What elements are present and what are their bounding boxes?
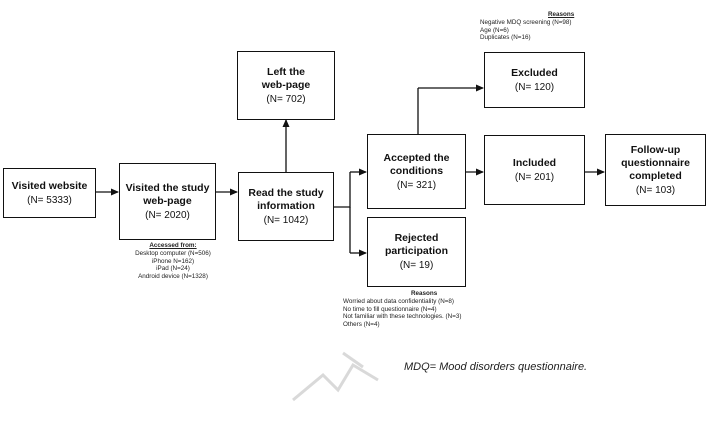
- note-item: Negative MDQ screening (N=98): [480, 18, 572, 26]
- node-title: Visited the study web-page: [125, 181, 210, 207]
- watermark-shape: [292, 351, 379, 402]
- node-accepted: Accepted the conditions (N= 321): [367, 134, 466, 209]
- node-count: (N= 19): [399, 260, 434, 271]
- node-title: Follow-up questionnaire completed: [621, 143, 690, 182]
- node-title: Visited website: [11, 179, 88, 192]
- arrow-info-branch: [334, 172, 351, 208]
- node-followup: Follow-up questionnaire completed (N= 10…: [605, 134, 706, 206]
- node-title: Accepted the conditions: [383, 151, 450, 177]
- note-item: Worried about data confidentiality (N=8): [343, 297, 455, 305]
- node-left-page: Left the web-page (N= 702): [237, 51, 335, 120]
- node-read-info: Read the study information (N= 1042): [238, 172, 334, 241]
- node-title: Excluded: [511, 66, 558, 79]
- node-count: (N= 103): [635, 184, 676, 196]
- note-item: Duplicates (N=16): [480, 34, 531, 42]
- note-item: Android device (N=1328): [138, 273, 208, 281]
- note-item: iPad (N=24): [156, 265, 190, 273]
- note-item: iPhone N=162): [151, 257, 195, 265]
- node-title: Rejected participation: [384, 232, 448, 257]
- note-item: Age (N=6): [480, 26, 509, 34]
- accessed-from-note: Accessed from: Desktop computer (N=506) …: [112, 242, 234, 281]
- note-heading: Reasons: [411, 290, 438, 297]
- node-title: Included: [512, 156, 557, 169]
- node-title: Left the web-page: [261, 65, 311, 91]
- node-included: Included (N= 201): [484, 135, 585, 205]
- note-item: Desktop computer (N=506): [135, 249, 211, 257]
- node-count: (N= 1042): [263, 214, 309, 226]
- node-count: (N= 201): [514, 171, 555, 183]
- node-count: (N= 2020): [145, 209, 190, 221]
- node-title: Read the study information: [248, 186, 324, 212]
- node-count: (N= 702): [266, 93, 306, 105]
- footnote: MDQ= Mood disorders questionnaire.: [404, 361, 588, 373]
- note-item: No time to fill questionnaire (N=4): [343, 305, 437, 313]
- rejected-reasons-note: Reasons Worried about data confidentiali…: [343, 290, 461, 329]
- note-item: Others (N=4): [343, 321, 380, 329]
- note-item: Not familiar with these technologies. (N…: [343, 313, 462, 321]
- node-rejected: Rejected participation (N= 19): [367, 217, 466, 287]
- node-count: (N= 321): [396, 179, 437, 191]
- excluded-reasons-note: Reasons Negative MDQ screening (N=98) Ag…: [480, 11, 574, 42]
- note-heading: Reasons: [548, 11, 575, 18]
- node-visited-website: Visited website (N= 5333): [3, 168, 96, 218]
- node-count: (N= 5333): [27, 194, 72, 206]
- node-count: (N= 120): [514, 81, 555, 93]
- node-excluded: Excluded (N= 120): [484, 52, 585, 108]
- node-visited-study: Visited the study web-page (N= 2020): [119, 163, 216, 240]
- note-heading: Accessed from:: [149, 242, 197, 249]
